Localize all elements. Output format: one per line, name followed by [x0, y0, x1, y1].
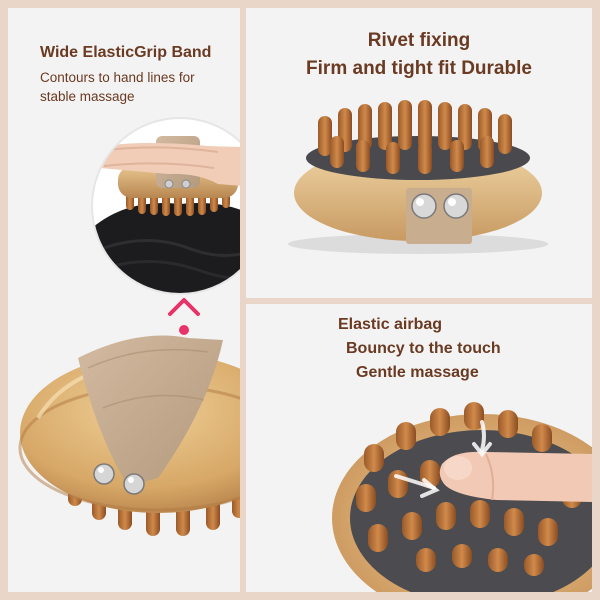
- left-panel-subtitle-line1: Contours to hand lines for: [40, 70, 195, 85]
- rivet-icon: [93, 463, 145, 495]
- bottom-right-line1: Elastic airbag: [338, 316, 443, 333]
- panel-elastic-band: Wide ElasticGrip Band Contours to hand l…: [8, 8, 240, 592]
- panel-elastic-airbag: Elastic airbag Bouncy to the touch Gentl…: [246, 304, 592, 592]
- panel-rivet-fixing: Rivet fixing Firm and tight fit Durable: [246, 8, 592, 298]
- brush-side-view: [288, 100, 548, 254]
- brush-top-view-with-finger: [332, 402, 592, 592]
- hair-brushing-inset: [18, 117, 240, 536]
- bottom-right-line3: Gentle massage: [356, 364, 479, 381]
- bottom-right-line2: Bouncy to the touch: [346, 340, 501, 357]
- top-right-title-line2: Firm and tight fit Durable: [306, 58, 532, 79]
- top-right-title-line1: Rivet fixing: [367, 30, 471, 51]
- left-panel-subtitle-line2: stable massage: [40, 89, 135, 104]
- left-panel-title: Wide ElasticGrip Band: [40, 44, 212, 61]
